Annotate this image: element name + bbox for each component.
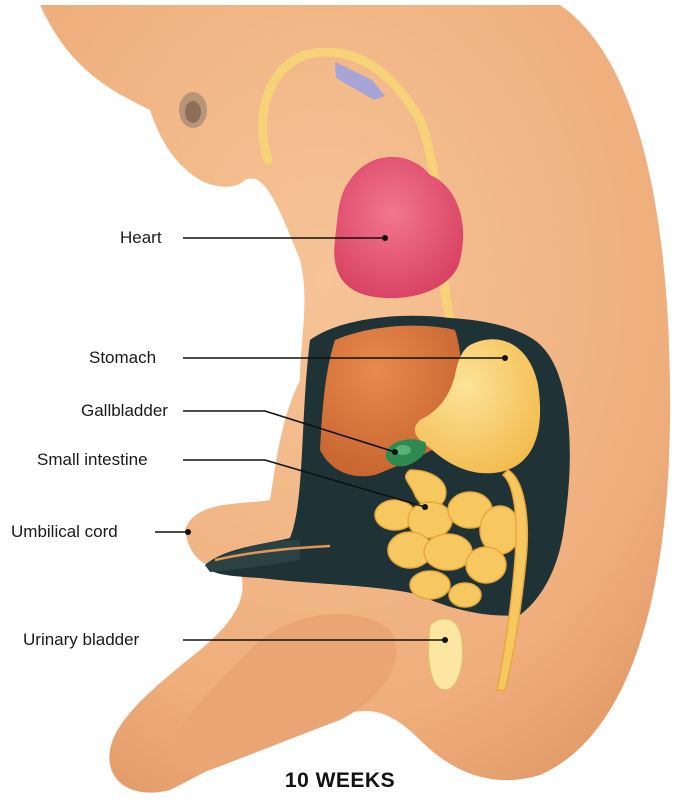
stage-caption: 10 WEEKS [270,769,410,793]
small-intestine-label: Small intestine [37,450,148,470]
stomach-leader-dot [502,355,508,361]
urinary-bladder-label: Urinary bladder [23,630,139,650]
gallbladder-leader-dot [392,449,398,455]
umbilical-cord-label: Umbilical cord [11,522,118,542]
urinary-bladder [428,619,462,690]
stomach-label: Stomach [89,348,156,368]
urinary-bladder-leader-dot [442,637,448,643]
heart-leader-dot [382,235,388,241]
heart-label: Heart [120,228,162,248]
gallbladder-label: Gallbladder [81,401,168,421]
ear [179,92,207,128]
umbilical-cord-leader-dot [185,529,191,535]
small-intestine-leader-dot [422,504,428,510]
